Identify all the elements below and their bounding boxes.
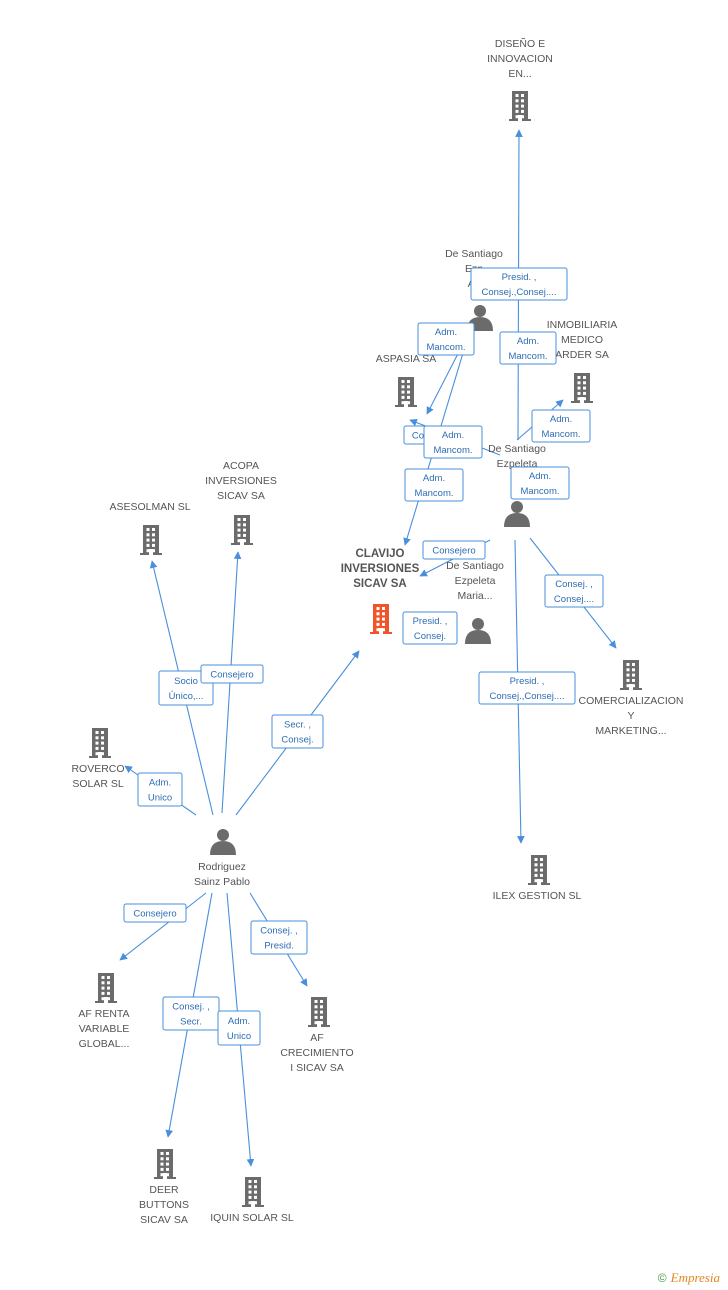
relation-label-l_secr: Secr. ,Consej.	[271, 714, 324, 749]
node-label-asesolman[interactable]: ASESOLMAN SL	[109, 501, 190, 513]
svg-text:Co: Co	[412, 431, 424, 442]
building-icon[interactable]	[370, 604, 392, 634]
relation-label-l_consejero_afrenta: Consejero	[123, 903, 187, 923]
person-icon[interactable]	[465, 618, 491, 644]
building-icon[interactable]	[89, 728, 111, 758]
svg-text:Secr. ,Consej.: Secr. ,Consej.	[281, 720, 313, 746]
relation-label-l_adm_iquin: Adm.Unico	[217, 1010, 261, 1046]
relation-label-l_presid_diseno: Presid. ,Consej.,Consej....	[470, 267, 568, 301]
svg-text:Adm.Mancom.: Adm.Mancom.	[520, 471, 559, 497]
building-icon[interactable]	[231, 515, 253, 545]
brand-logo: Empresia	[670, 1270, 720, 1285]
building-icon[interactable]	[140, 525, 162, 555]
node-label-aspasia[interactable]: ASPASIA SA	[376, 353, 437, 365]
relation-labels-layer: Presid. ,Consej.,Consej.... Adm.Mancom. Ad…	[123, 267, 604, 1046]
building-icon[interactable]	[154, 1149, 176, 1179]
svg-text:Presid. ,Consej.,Consej....: Presid. ,Consej.,Consej....	[482, 272, 557, 298]
svg-text:Consejero: Consejero	[133, 909, 176, 920]
svg-text:Adm.Mancom.: Adm.Mancom.	[426, 327, 465, 353]
relation-label-l_consej_comer: Consej. ,Consej....	[544, 574, 604, 608]
svg-text:Presid. ,Consej.: Presid. ,Consej.	[413, 616, 448, 642]
person-icon[interactable]	[504, 501, 530, 527]
relation-label-l_presid_ilex: Presid. ,Consej.,Consej....	[478, 671, 576, 705]
person-icon[interactable]	[210, 829, 236, 855]
svg-text:Adm.Unico: Adm.Unico	[227, 1016, 251, 1042]
relation-label-l_adm_inmob1: Adm.Mancom.	[499, 331, 557, 365]
relation-label-l_consejero_clavijo: Consejero	[422, 540, 486, 560]
icons-layer	[89, 91, 642, 1207]
svg-text:Adm.Mancom.: Adm.Mancom.	[508, 336, 547, 362]
relation-label-l_adm_clavijo: Adm.Mancom.	[404, 468, 464, 502]
svg-text:Consejero: Consejero	[432, 546, 475, 557]
svg-text:Adm.Mancom.: Adm.Mancom.	[541, 414, 580, 440]
svg-text:Consej. ,Consej....: Consej. ,Consej....	[554, 579, 594, 605]
svg-text:Presid. ,Consej.,Consej....: Presid. ,Consej.,Consej....	[490, 676, 565, 702]
relation-label-l_adm_inmob3: Adm.Mancom.	[510, 466, 570, 500]
relation-label-l_adm_aspasia1: Adm.Mancom.	[417, 322, 475, 356]
footer-brand: ©Empresia	[658, 1270, 720, 1286]
building-icon[interactable]	[395, 377, 417, 407]
building-icon[interactable]	[308, 997, 330, 1027]
svg-text:Adm.Unico: Adm.Unico	[148, 778, 172, 804]
building-icon[interactable]	[528, 855, 550, 885]
building-icon[interactable]	[509, 91, 531, 121]
node-label-ilex[interactable]: ILEX GESTION SL	[493, 890, 582, 902]
relation-label-l_adm_inmob2: Adm.Mancom.	[531, 409, 591, 443]
relation-edge-12	[119, 892, 207, 961]
relation-label-l_consej_afcrec: Consej. ,Presid.	[250, 920, 308, 955]
relation-label-l_consej_deer: Consej. ,Secr.	[162, 996, 220, 1031]
svg-text:Consejero: Consejero	[210, 670, 253, 681]
building-icon[interactable]	[242, 1177, 264, 1207]
building-icon[interactable]	[571, 373, 593, 403]
relation-label-l_adm_aspasia2: Adm.Mancom.	[423, 425, 483, 459]
copyright-symbol: ©	[657, 1271, 667, 1285]
svg-text:Adm.Mancom.: Adm.Mancom.	[414, 473, 453, 499]
relation-label-l_presid_clavijo: Presid. ,Consej.	[402, 611, 458, 645]
svg-text:Consej. ,Presid.: Consej. ,Presid.	[260, 926, 298, 952]
svg-text:Adm.Mancom.: Adm.Mancom.	[433, 430, 472, 456]
relation-label-l_consejero_acopa: Consejero	[200, 664, 264, 684]
building-icon[interactable]	[95, 973, 117, 1003]
svg-text:Consej. ,Secr.: Consej. ,Secr.	[172, 1002, 210, 1028]
node-label-iquin[interactable]: IQUIN SOLAR SL	[210, 1212, 294, 1224]
building-icon[interactable]	[620, 660, 642, 690]
relation-label-l_adm_roverco: Adm.Unico	[137, 772, 183, 807]
